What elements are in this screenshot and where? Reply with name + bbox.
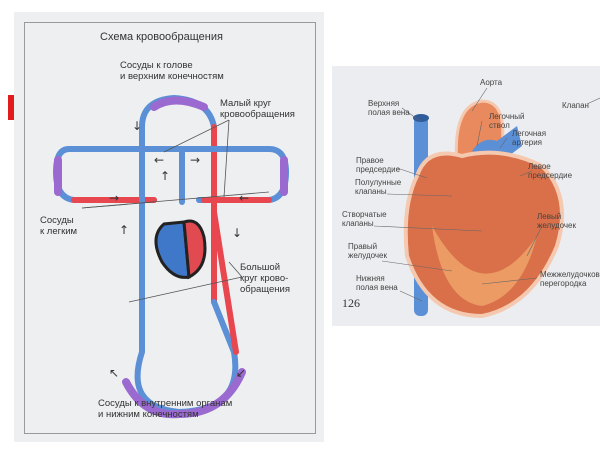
svg-text:→: → (190, 153, 200, 167)
label-leaflet-valves: Створчатые клапаны (342, 210, 387, 228)
heart-icon (154, 219, 207, 280)
svg-text:↖: ↖ (109, 366, 119, 380)
label-lung-vessels: Сосуды к легким (40, 215, 78, 237)
svg-text:↓: ↓ (132, 119, 142, 133)
scheme-title: Схема кровообращения (100, 31, 223, 43)
svg-text:↙: ↙ (236, 366, 246, 380)
label-pulmonary-artery: Легочная артерия (512, 129, 547, 147)
label-organ-vessels: Сосуды к внутренним органам и нижним кон… (98, 398, 233, 420)
svg-text:↑: ↑ (119, 223, 129, 237)
page-number: 126 (342, 296, 360, 310)
svg-text:→: → (109, 191, 119, 205)
circulation-scheme-panel: ↓ ← → ↑ → ← ↑ ↓ ↖ ↙ Схема кровообращения Сосуд… (14, 12, 324, 442)
label-right-ventricle: Правый желудочек (348, 242, 387, 260)
heart-anatomy-panel: Аорта Верхняя полая вена Клапан Легочный… (332, 66, 600, 326)
label-head-vessels: Сосуды к голове и верхним конечностям (120, 60, 224, 82)
head-vein-loop (139, 94, 217, 215)
label-pulmonary-trunk: Легочный ствол (489, 112, 525, 130)
label-left-atrium: Левое предсердие (528, 162, 573, 180)
flow-arrows: ↓ ← → ↑ → ← ↑ ↓ ↖ ↙ (109, 119, 249, 380)
scheme-frame (24, 22, 316, 434)
heart-drawing (373, 87, 600, 319)
svg-text:↑: ↑ (160, 169, 170, 183)
label-semilunar-valves: Полулунные клапаны (355, 178, 402, 196)
label-aorta: Аорта (480, 78, 503, 87)
label-inferior-vena-cava: Нижняя полая вена (356, 274, 398, 292)
svg-text:←: ← (154, 153, 164, 167)
label-superior-vena-cava: Верхняя полая вена (368, 99, 410, 117)
label-right-atrium: Правое предсердие (356, 156, 401, 174)
label-systemic-circle: Большой круг крово- обращения (240, 262, 290, 295)
label-septum: Межжелудочковая перегородка (540, 270, 600, 288)
label-pulmonary-circle: Малый круг кровообращения (220, 98, 295, 120)
red-marker (8, 95, 15, 120)
circulation-drawing: ↓ ← → ↑ → ← ↑ ↓ ↖ ↙ (52, 94, 290, 419)
label-left-ventricle: Левый желудочек (537, 212, 576, 230)
lower-capillaries (122, 368, 246, 419)
svg-text:↓: ↓ (232, 226, 242, 240)
label-valve: Клапан (562, 101, 589, 110)
svg-text:←: ← (239, 191, 249, 205)
upper-capillaries (150, 96, 208, 111)
